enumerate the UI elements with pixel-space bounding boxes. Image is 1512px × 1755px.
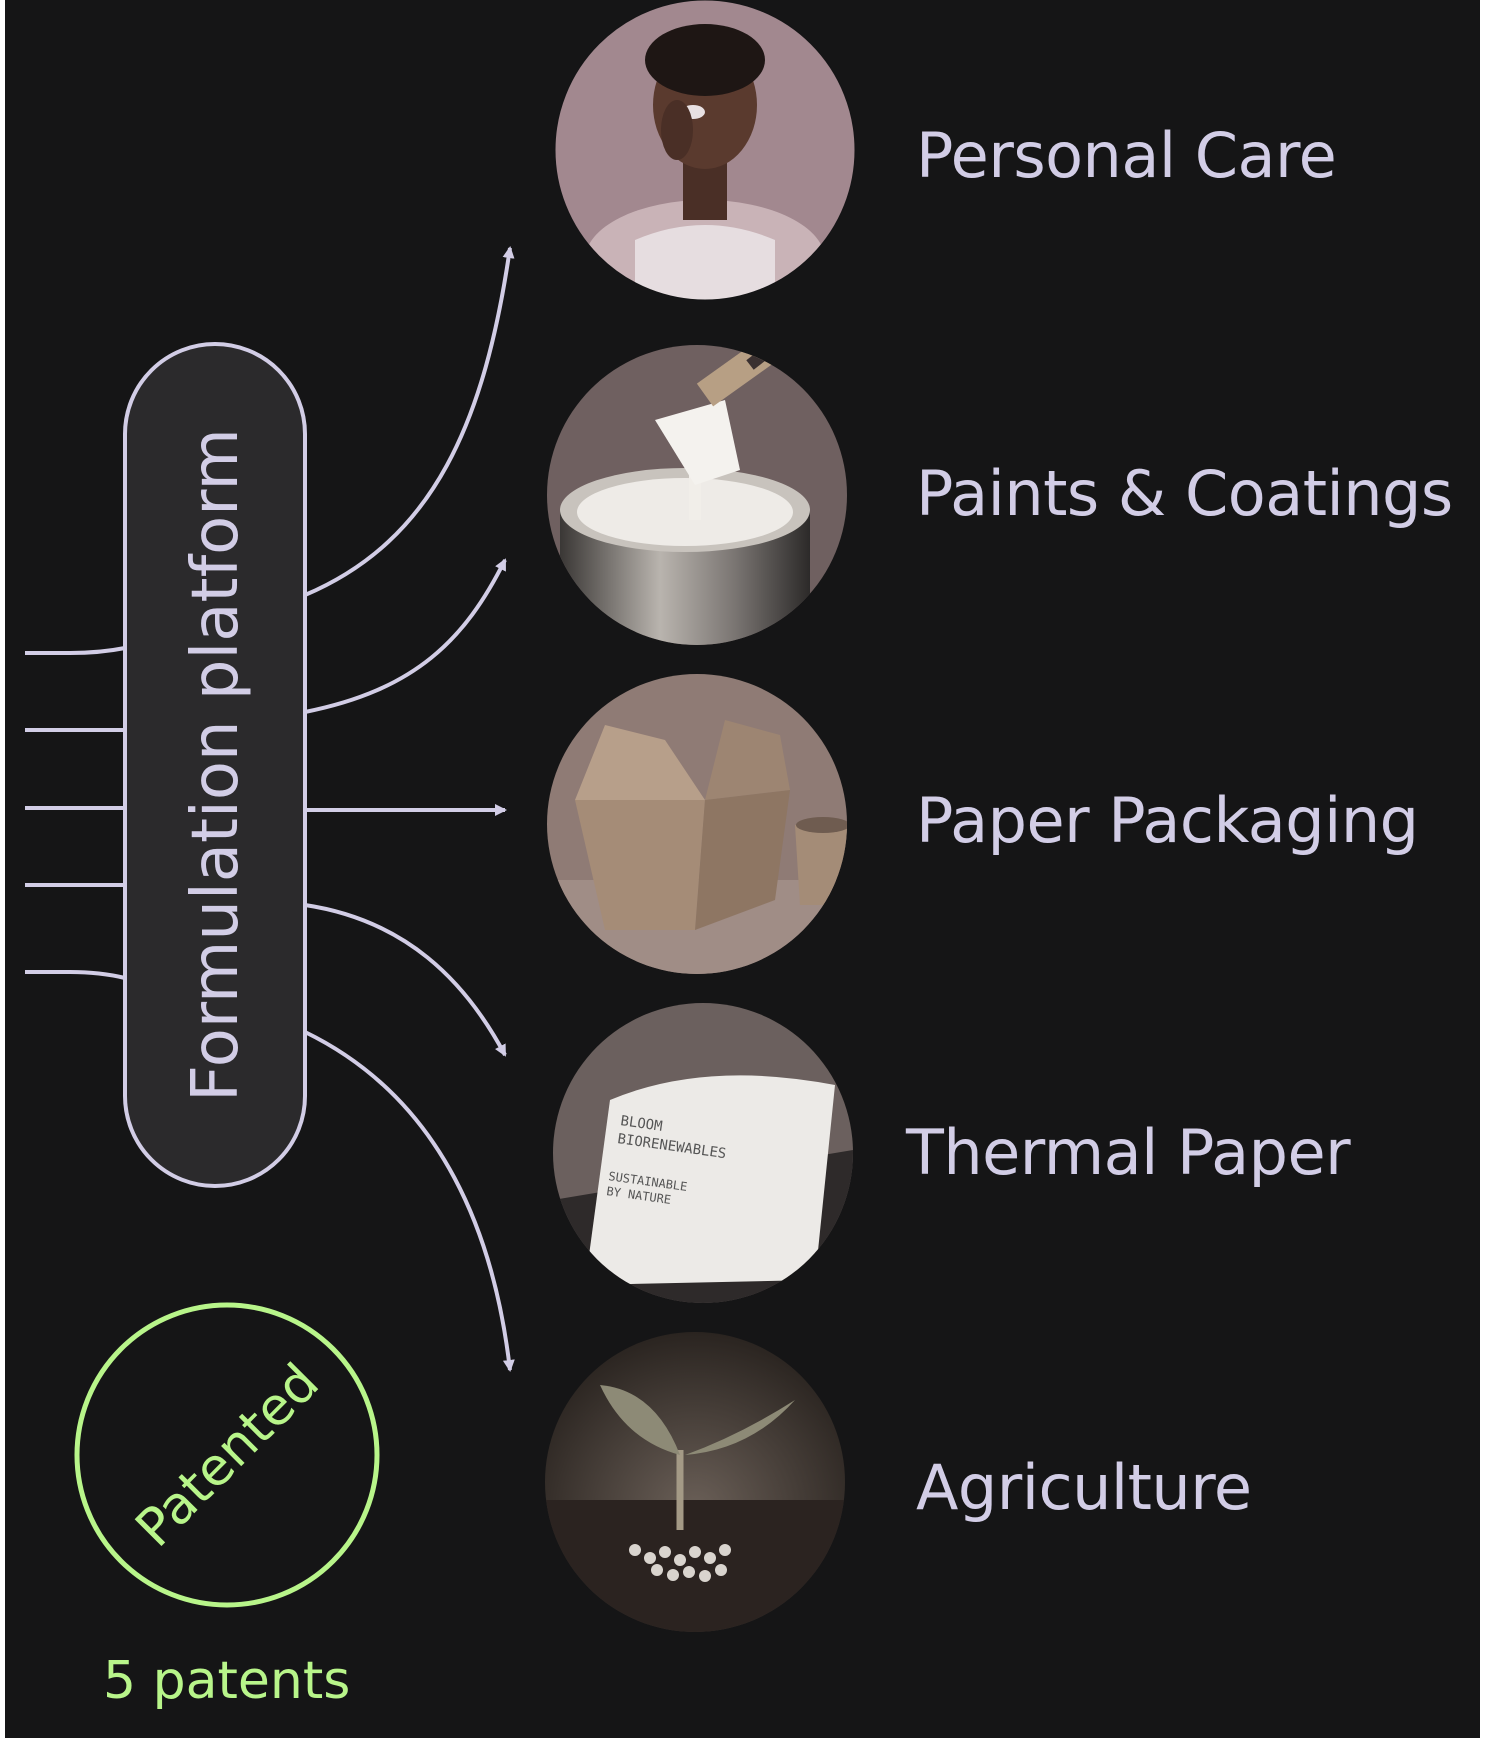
- arrow-to-agriculture: [304, 1030, 515, 1372]
- thermal-paper-photo: BLOOM BIORENEWABLES SUSTAINABLE BY NATUR…: [553, 1003, 853, 1303]
- platform-pill: [123, 342, 307, 1188]
- output-arrows: [304, 246, 515, 1372]
- input-line: [25, 970, 126, 980]
- patent-count: 5 patents: [103, 1651, 351, 1711]
- input-lines: [25, 646, 126, 980]
- paints-coatings-photo: [547, 345, 847, 645]
- platform-diagram: Formulation platform: [25, 0, 856, 1632]
- platform-label: Formulation platform: [179, 428, 253, 1102]
- arrow-to-paints-coatings: [304, 558, 507, 714]
- patented-stamp: Patented: [74, 1302, 380, 1608]
- arrow-to-thermal-paper: [304, 903, 507, 1057]
- input-line: [25, 646, 126, 655]
- arrow-to-personal-care: [304, 246, 515, 597]
- patented-label: Patented: [125, 1353, 331, 1559]
- application-label-agriculture: Agriculture: [916, 1451, 1252, 1524]
- application-label-paints-coatings: Paints & Coatings: [916, 457, 1453, 530]
- application-label-thermal-paper: Thermal Paper: [906, 1116, 1351, 1189]
- agriculture-photo: [545, 1332, 845, 1632]
- paper-packaging-photo: [547, 674, 847, 974]
- application-label-personal-care: Personal Care: [916, 119, 1337, 192]
- receipt-line: BLOOM: [619, 1113, 663, 1135]
- application-label-paper-packaging: Paper Packaging: [916, 784, 1419, 857]
- personal-care-photo: [555, 0, 855, 300]
- diagram-canvas: Formulation platform: [5, 0, 1480, 1738]
